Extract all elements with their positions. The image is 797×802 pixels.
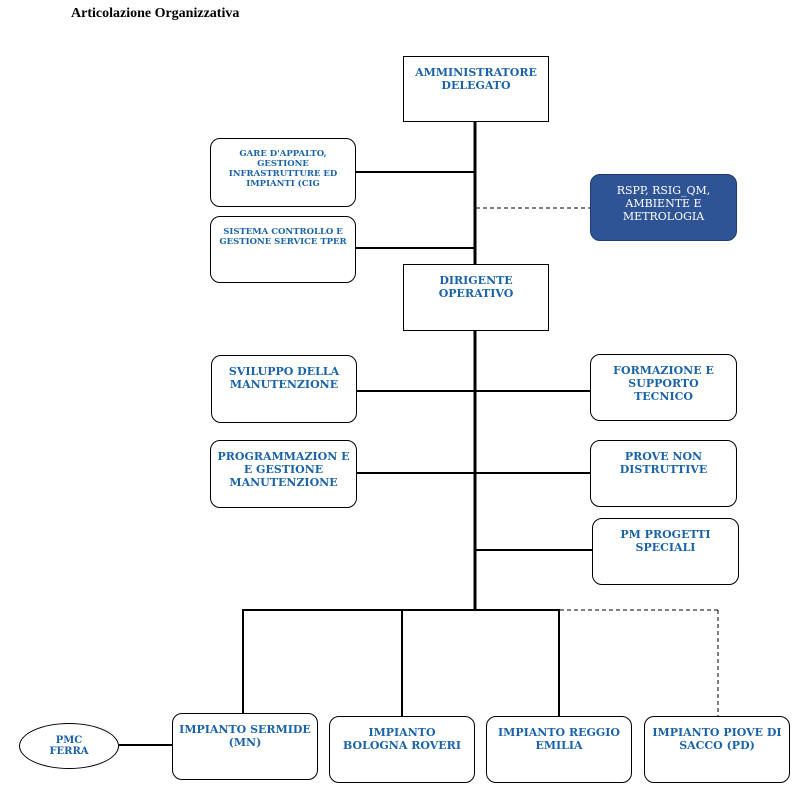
node-label: IMPIANTO PIOVE DI SACCO (PD) xyxy=(652,726,782,752)
page-title: Articolazione Organizzativa xyxy=(71,6,240,21)
node-label: IMPIANTO BOLOGNA ROVERI xyxy=(343,726,461,752)
node-sistema-controllo: SISTEMA CONTROLLO E GESTIONE SERVICE TPE… xyxy=(210,216,356,283)
node-label: PROGRAMMAZION E E GESTIONE MANUTENZIONE xyxy=(217,450,350,489)
node-pmc-ferra: PMC FERRA xyxy=(19,723,119,769)
node-sviluppo-manutenzione: SVILUPPO DELLA MANUTENZIONE xyxy=(211,355,357,423)
node-pm-progetti-speciali: PM PROGETTI SPECIALI xyxy=(592,518,739,585)
node-label: PM PROGETTI SPECIALI xyxy=(620,528,711,554)
node-gare-appalto: GARE D'APPALTO, GESTIONE INFRASTRUTTURE … xyxy=(210,138,356,207)
node-prove-non-distruttive: PROVE NON DISTRUTTIVE xyxy=(590,440,737,507)
node-programmazione: PROGRAMMAZION E E GESTIONE MANUTENZIONE xyxy=(210,440,357,508)
node-impianto-piove: IMPIANTO PIOVE DI SACCO (PD) xyxy=(644,716,790,783)
node-rspp: RSPP, RSIG_QM, AMBIENTE E METROLOGIA xyxy=(590,174,737,241)
node-label: IMPIANTO SERMIDE (MN) xyxy=(179,723,311,749)
node-label: FORMAZIONE E SUPPORTO TECNICO xyxy=(613,364,714,403)
node-label: PROVE NON DISTRUTTIVE xyxy=(619,450,708,476)
node-label: AMMINISTRATORE DELEGATO xyxy=(415,66,537,92)
node-label: DIRIGENTE OPERATIVO xyxy=(438,274,514,300)
node-impianto-reggio: IMPIANTO REGGIO EMILIA xyxy=(486,716,632,783)
node-label: IMPIANTO REGGIO EMILIA xyxy=(498,726,620,752)
node-impianto-bologna: IMPIANTO BOLOGNA ROVERI xyxy=(329,716,475,783)
node-impianto-sermide: IMPIANTO SERMIDE (MN) xyxy=(172,713,318,780)
node-label: SVILUPPO DELLA MANUTENZIONE xyxy=(228,365,340,391)
node-dirigente-operativo: DIRIGENTE OPERATIVO xyxy=(403,264,549,331)
node-label: RSPP, RSIG_QM, AMBIENTE E METROLOGIA xyxy=(616,184,711,223)
node-label: PMC FERRA xyxy=(49,734,89,758)
node-amministratore-delegato: AMMINISTRATORE DELEGATO xyxy=(403,56,549,122)
node-label: SISTEMA CONTROLLO E GESTIONE SERVICE TPE… xyxy=(219,227,347,248)
node-formazione: FORMAZIONE E SUPPORTO TECNICO xyxy=(590,354,737,421)
node-label: GARE D'APPALTO, GESTIONE INFRASTRUTTURE … xyxy=(228,149,338,190)
